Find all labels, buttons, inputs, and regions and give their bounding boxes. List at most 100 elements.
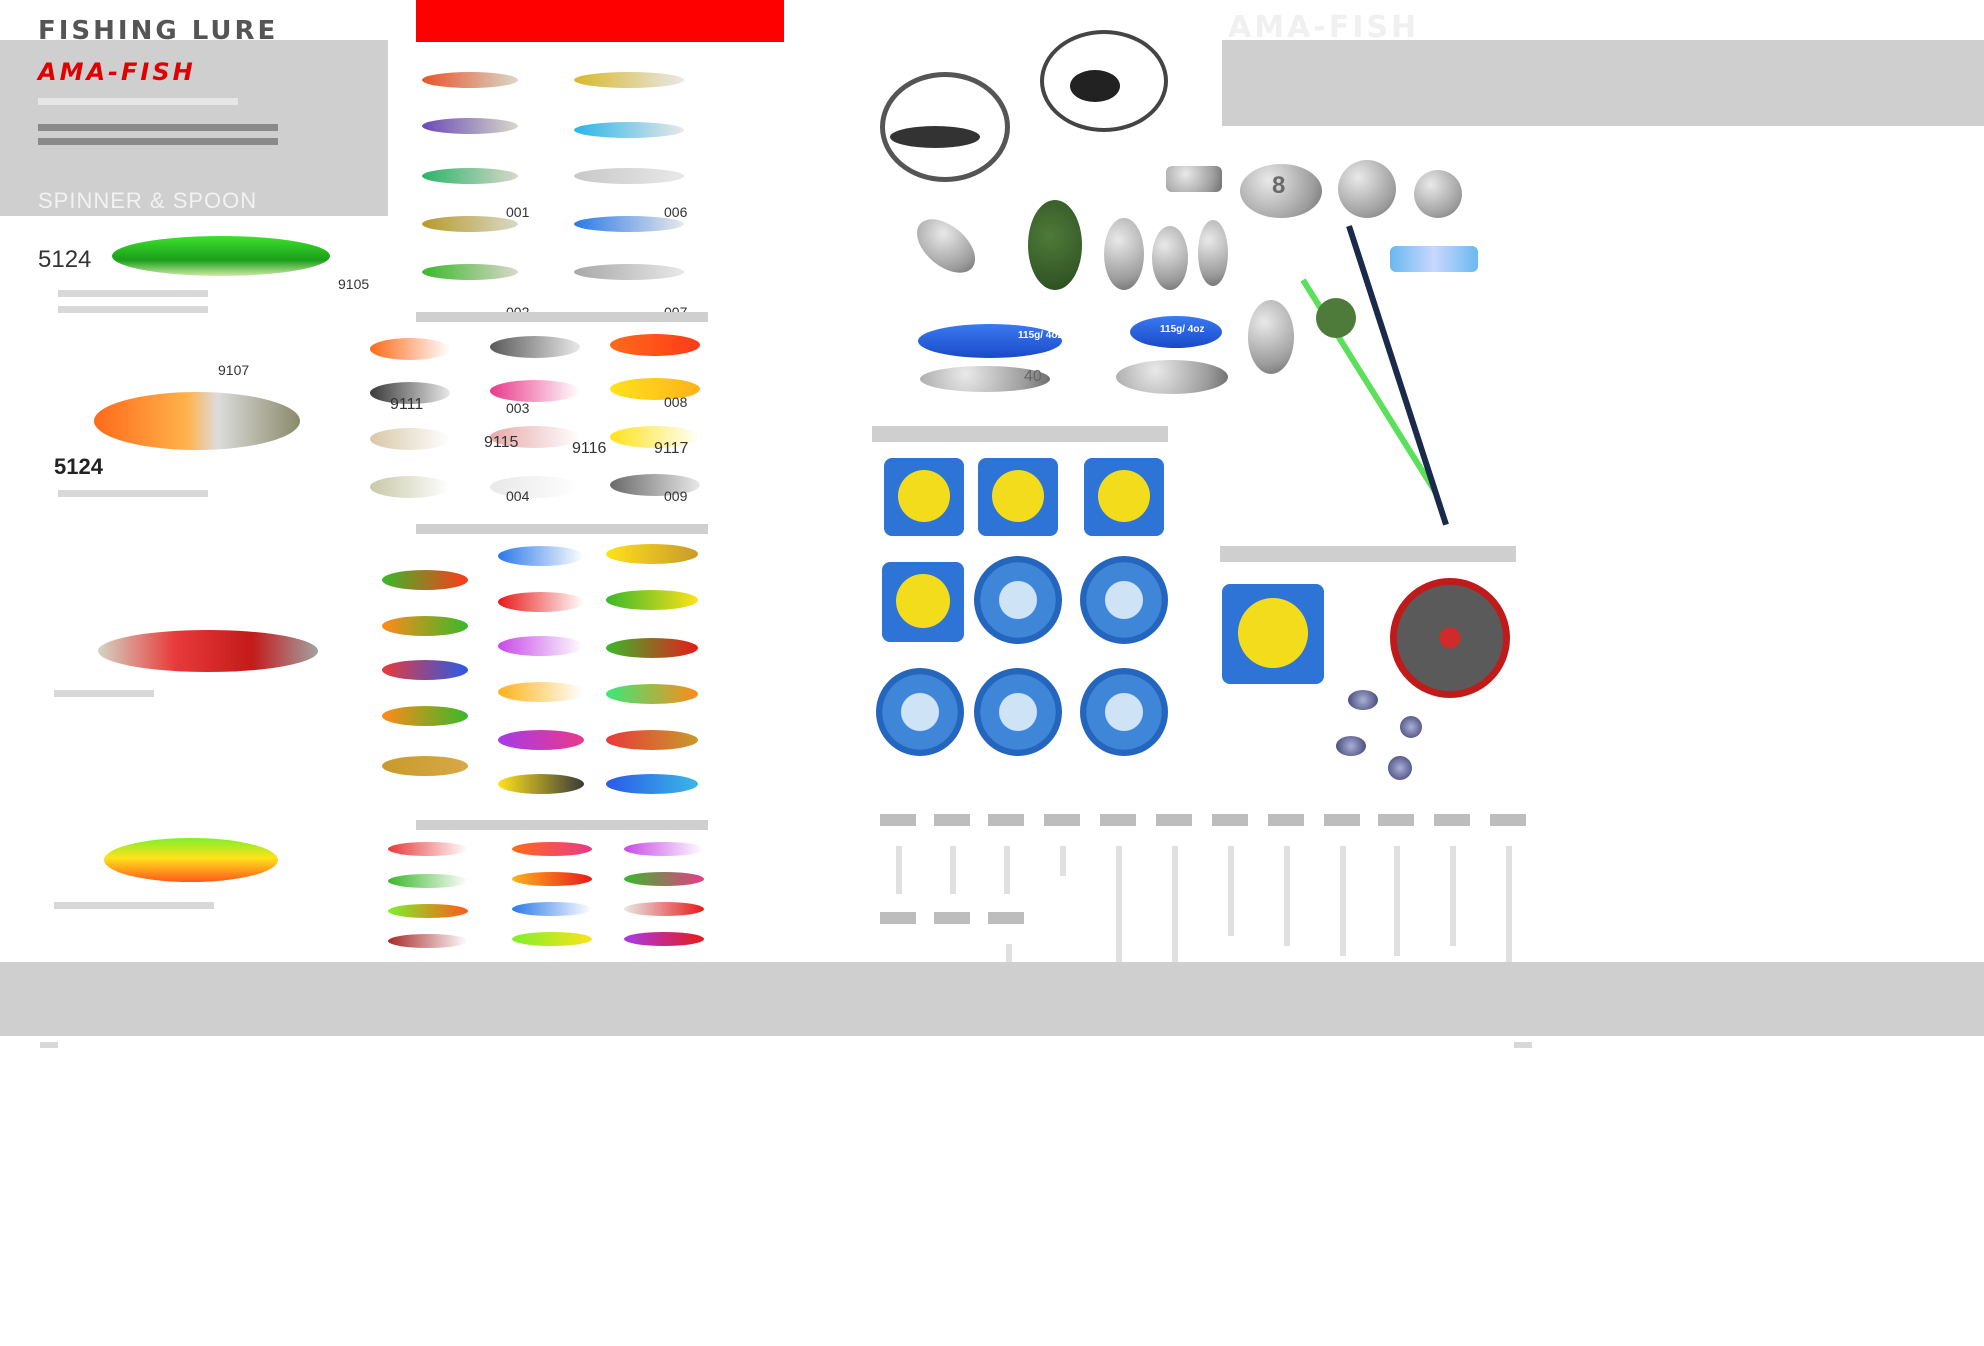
code-001: 001 [506,204,530,220]
table-header [1044,814,1080,826]
lure-small [422,72,518,88]
clear-float [1390,246,1478,272]
spoon [606,774,698,794]
spinner-blade [490,380,580,402]
spoon [606,544,698,564]
spoon [498,730,584,750]
code-9107: 9107 [218,362,250,378]
sinker-number-40: 40 [1024,368,1042,385]
split-shot-tray [974,556,1062,644]
spinner-blade [370,476,450,498]
table-column [1060,846,1066,876]
left-title: FISHING LURE [38,16,279,46]
table-column [1450,846,1456,946]
spec-line [54,690,154,697]
tube-weight [890,126,980,148]
table-header [1324,814,1360,826]
spoon [498,636,584,656]
egg-sinker-small [1388,756,1412,780]
lure-small [422,168,518,184]
page-number-right [1514,1042,1532,1048]
code-009: 009 [664,488,688,504]
spoon [498,774,584,794]
spinner-blade [610,334,700,356]
code-008: 008 [664,394,688,410]
box-lid [992,470,1044,522]
section-divider [416,524,708,534]
bulb-sinker-cord [1040,30,1168,132]
minnow [512,932,592,946]
code-5124-b: 5124 [54,454,103,479]
code-9115: 9115 [484,434,519,451]
header-blur-line [38,98,238,105]
flat-sinker [1116,360,1228,394]
lure-small [574,168,684,184]
swivel-ball-sinker [1414,170,1462,218]
spoon [382,616,468,636]
spinner-blade [610,378,700,400]
spinner-blade [370,382,450,404]
split-shot-tray [876,668,964,756]
table-header [1156,814,1192,826]
sinker-number-8: 8 [1272,172,1286,199]
minnow [624,902,704,916]
hex-sinker [1166,166,1222,192]
table-header [1378,814,1414,826]
code-9105: 9105 [338,276,370,292]
spoon [382,570,468,590]
table-header [880,814,916,826]
lure-green-large [112,236,330,276]
box-lid [898,470,950,522]
header-blur-line [38,124,278,131]
code-9111: 9111 [390,396,424,413]
pear-sinker [1152,226,1188,290]
lure-small [574,264,684,280]
spoon [606,638,698,658]
egg-sinker-small [1336,736,1366,756]
lure-red-spoon [98,630,318,672]
spec-line [54,902,214,909]
minnow [388,874,468,888]
table-header [988,814,1024,826]
section-divider [872,426,1168,442]
code-003: 003 [506,400,530,416]
code-5124-a: 5124 [38,246,92,273]
lure-orange-large [94,392,300,450]
blue-sinker-label-2: 115g/ 4oz [1160,324,1205,335]
table-header [1434,814,1470,826]
spinner-blade [610,426,700,448]
red-sinker-tray [1390,578,1510,698]
header-blur-line [38,138,278,145]
lure-firetiger [104,838,278,882]
rig-sinker [1248,300,1294,374]
bottom-band [0,962,1984,1036]
spoon [382,660,468,680]
minnow [388,842,468,856]
table-header [934,912,970,924]
blue-sinker-small [1130,316,1222,348]
ball-sinker [1338,160,1396,218]
section-divider [1220,546,1516,562]
spec-line [58,490,208,497]
minnow [388,904,468,918]
minnow [624,872,704,886]
green-feeder [1028,200,1082,290]
spoon [498,592,584,612]
table-column [1340,846,1346,956]
split-shot-tray [1080,668,1168,756]
pear-sinker [1198,220,1228,286]
lure-small [422,118,518,134]
spoon [606,684,698,704]
table-header [1490,814,1526,826]
minnow [624,842,704,856]
spinner-blade [490,426,580,448]
egg-sinker-small [1400,716,1422,738]
top-red-bar [416,0,784,42]
spoon [606,590,698,610]
table-column [1228,846,1234,936]
spinner-blade [490,336,580,358]
code-004: 004 [506,488,530,504]
table-header [988,912,1024,924]
spoon [382,706,468,726]
minnow [512,842,592,856]
